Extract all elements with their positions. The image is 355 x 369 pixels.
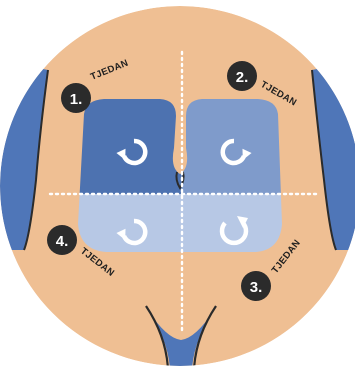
week-2-number: 2. xyxy=(236,69,249,86)
navel xyxy=(175,171,185,190)
rotate-clockwise-icon xyxy=(219,216,249,246)
rotate-clockwise-icon xyxy=(116,138,148,166)
zone-2 xyxy=(181,99,282,194)
left-side-outline xyxy=(23,69,49,251)
rotate-counterclockwise-icon xyxy=(116,218,148,246)
injection-zones xyxy=(78,99,282,252)
week-4-number: 4. xyxy=(56,233,69,250)
right-side-outline xyxy=(311,69,337,251)
zone-1 xyxy=(78,99,181,194)
groin-outline xyxy=(145,305,217,366)
rotate-counterclockwise-icon xyxy=(220,138,252,166)
groin-shape xyxy=(148,310,214,366)
week-1-number: 1. xyxy=(70,91,83,108)
week-3-number: 3. xyxy=(250,279,263,296)
